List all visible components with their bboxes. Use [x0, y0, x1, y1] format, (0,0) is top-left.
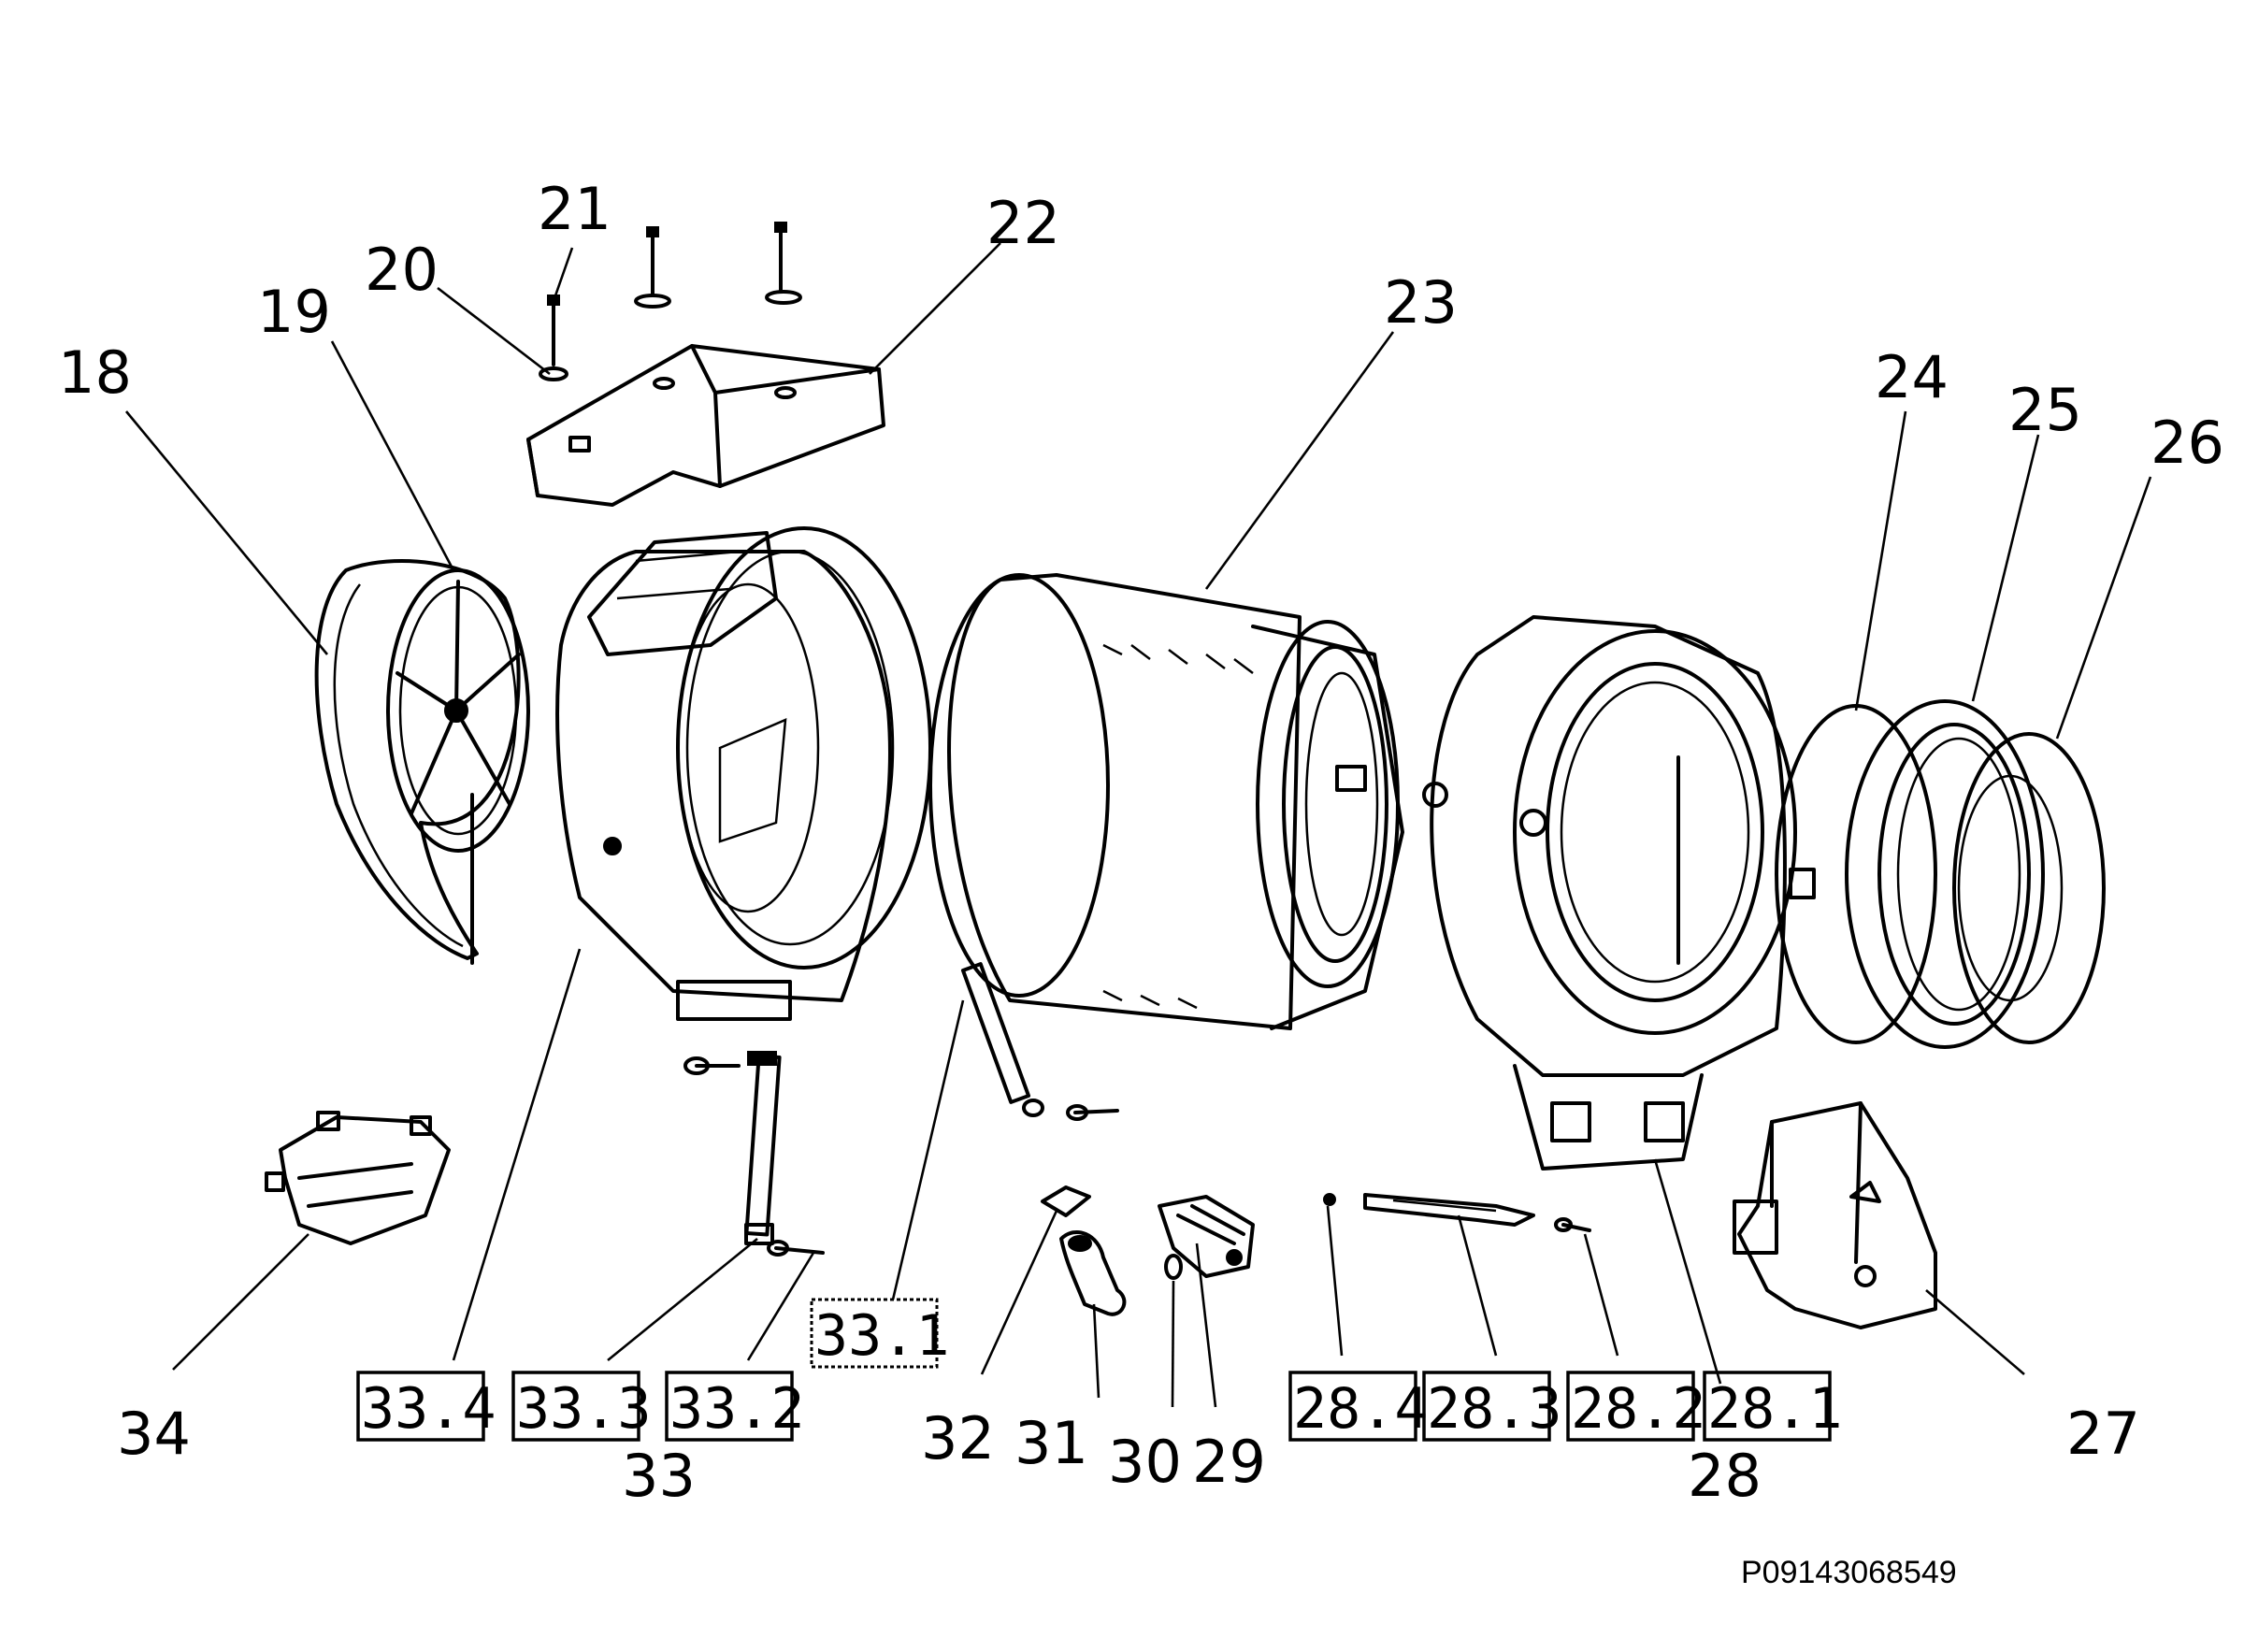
label-32: 32	[921, 1404, 995, 1472]
part-34-motor[interactable]	[265, 1111, 451, 1245]
part-29-heater-thermostat[interactable]	[1158, 1195, 1255, 1278]
label-28-4: 28.4	[1293, 1376, 1429, 1442]
label-22: 22	[986, 189, 1060, 257]
label-28-1: 28.1	[1707, 1376, 1843, 1442]
label-23: 23	[1384, 268, 1458, 337]
label-34: 34	[117, 1400, 191, 1468]
part-33-2-pin[interactable]	[767, 1240, 825, 1257]
part-25-door-seal[interactable]	[1845, 699, 2045, 1049]
part-28-2-pin[interactable]	[1554, 1217, 1591, 1232]
label-33-4: 33.4	[361, 1376, 496, 1442]
part-32-clip[interactable]	[1041, 1185, 1091, 1217]
part-33-1-shock-absorber[interactable]	[960, 962, 1119, 1121]
label-28: 28	[1688, 1442, 1762, 1510]
part-18-rear-cover[interactable]	[314, 559, 521, 960]
part-33-4-pin[interactable]	[683, 1056, 741, 1075]
part-19-drum-spider[interactable]	[386, 568, 530, 965]
label-33: 33	[622, 1442, 696, 1510]
part-31-hose-connector[interactable]	[1059, 1229, 1127, 1316]
label-25: 25	[2008, 376, 2082, 444]
label-18: 18	[58, 338, 132, 407]
label-33-1: 33.1	[814, 1303, 950, 1369]
label-29: 29	[1192, 1428, 1266, 1496]
part-23-drum[interactable]	[928, 573, 1404, 1030]
label-20: 20	[365, 236, 439, 304]
part-26-clamp-ring[interactable]	[1952, 732, 2106, 1044]
label-boxes	[356, 1298, 1832, 1442]
part-screw-extra-1	[634, 226, 671, 309]
part-30-grommet[interactable]	[1164, 1254, 1183, 1280]
part-20-washer[interactable]	[539, 366, 568, 381]
part-24-ring[interactable]	[1775, 704, 1937, 1044]
leader-lines	[124, 242, 2152, 1408]
label-28-2: 28.2	[1571, 1376, 1706, 1442]
label-33-2: 33.2	[669, 1376, 805, 1442]
label-30: 30	[1108, 1428, 1182, 1496]
part-33-rear-tub[interactable]	[555, 526, 932, 1021]
label-24: 24	[1875, 343, 1949, 411]
label-33-3: 33.3	[516, 1376, 652, 1442]
part-22-counterweight[interactable]	[526, 344, 885, 507]
part-28-front-tub[interactable]	[1422, 615, 1816, 1171]
drawing-code: P09143068549	[1741, 1555, 1957, 1590]
part-21-screw[interactable]	[547, 294, 560, 366]
part-33-3-shock-absorber[interactable]	[744, 1051, 782, 1245]
part-28-4-screw[interactable]	[1323, 1193, 1336, 1206]
part-screw-extra-2	[765, 222, 802, 305]
part-labels: 18 19 20 21 22 23 24 25 26 27 28 29 30 3…	[58, 175, 2224, 1510]
label-27: 27	[2066, 1400, 2140, 1468]
label-31: 31	[1014, 1409, 1088, 1477]
part-28-3-strip[interactable]	[1363, 1193, 1535, 1227]
label-26: 26	[2150, 409, 2224, 477]
label-19: 19	[257, 278, 331, 346]
label-28-3: 28.3	[1427, 1376, 1562, 1442]
label-21: 21	[538, 175, 611, 243]
part-27-bracket[interactable]	[1733, 1101, 1937, 1329]
